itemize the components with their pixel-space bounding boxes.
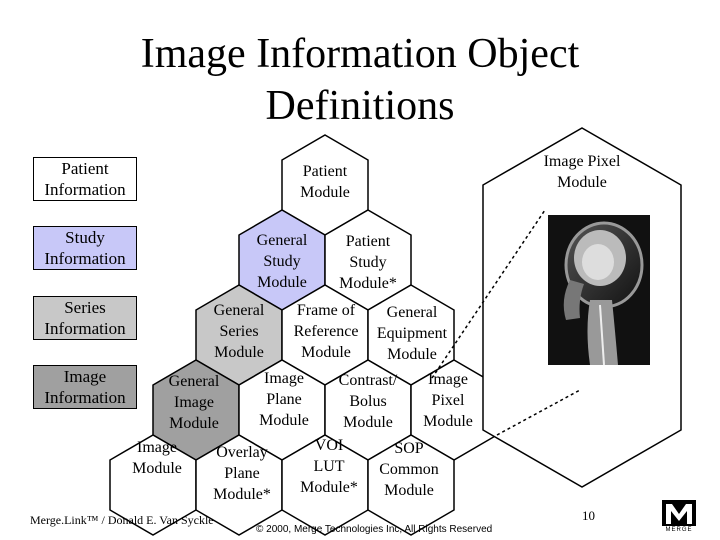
hex-sop-common-module	[367, 434, 455, 536]
connector-line-bottom	[496, 389, 581, 436]
footer-copyright: © 2000, Merge Technologies Inc, All Righ…	[256, 524, 493, 535]
merge-logo-text: MERGE	[665, 527, 693, 533]
footer-author: Merge.Link™ / Donald E. Van Syckle	[30, 513, 214, 527]
page-number: 10	[582, 508, 595, 523]
mri-head-image	[548, 215, 650, 366]
connector-line-top	[431, 209, 546, 379]
page-title: Image Information Object Definitions	[140, 31, 580, 129]
merge-logo-icon	[662, 500, 696, 526]
